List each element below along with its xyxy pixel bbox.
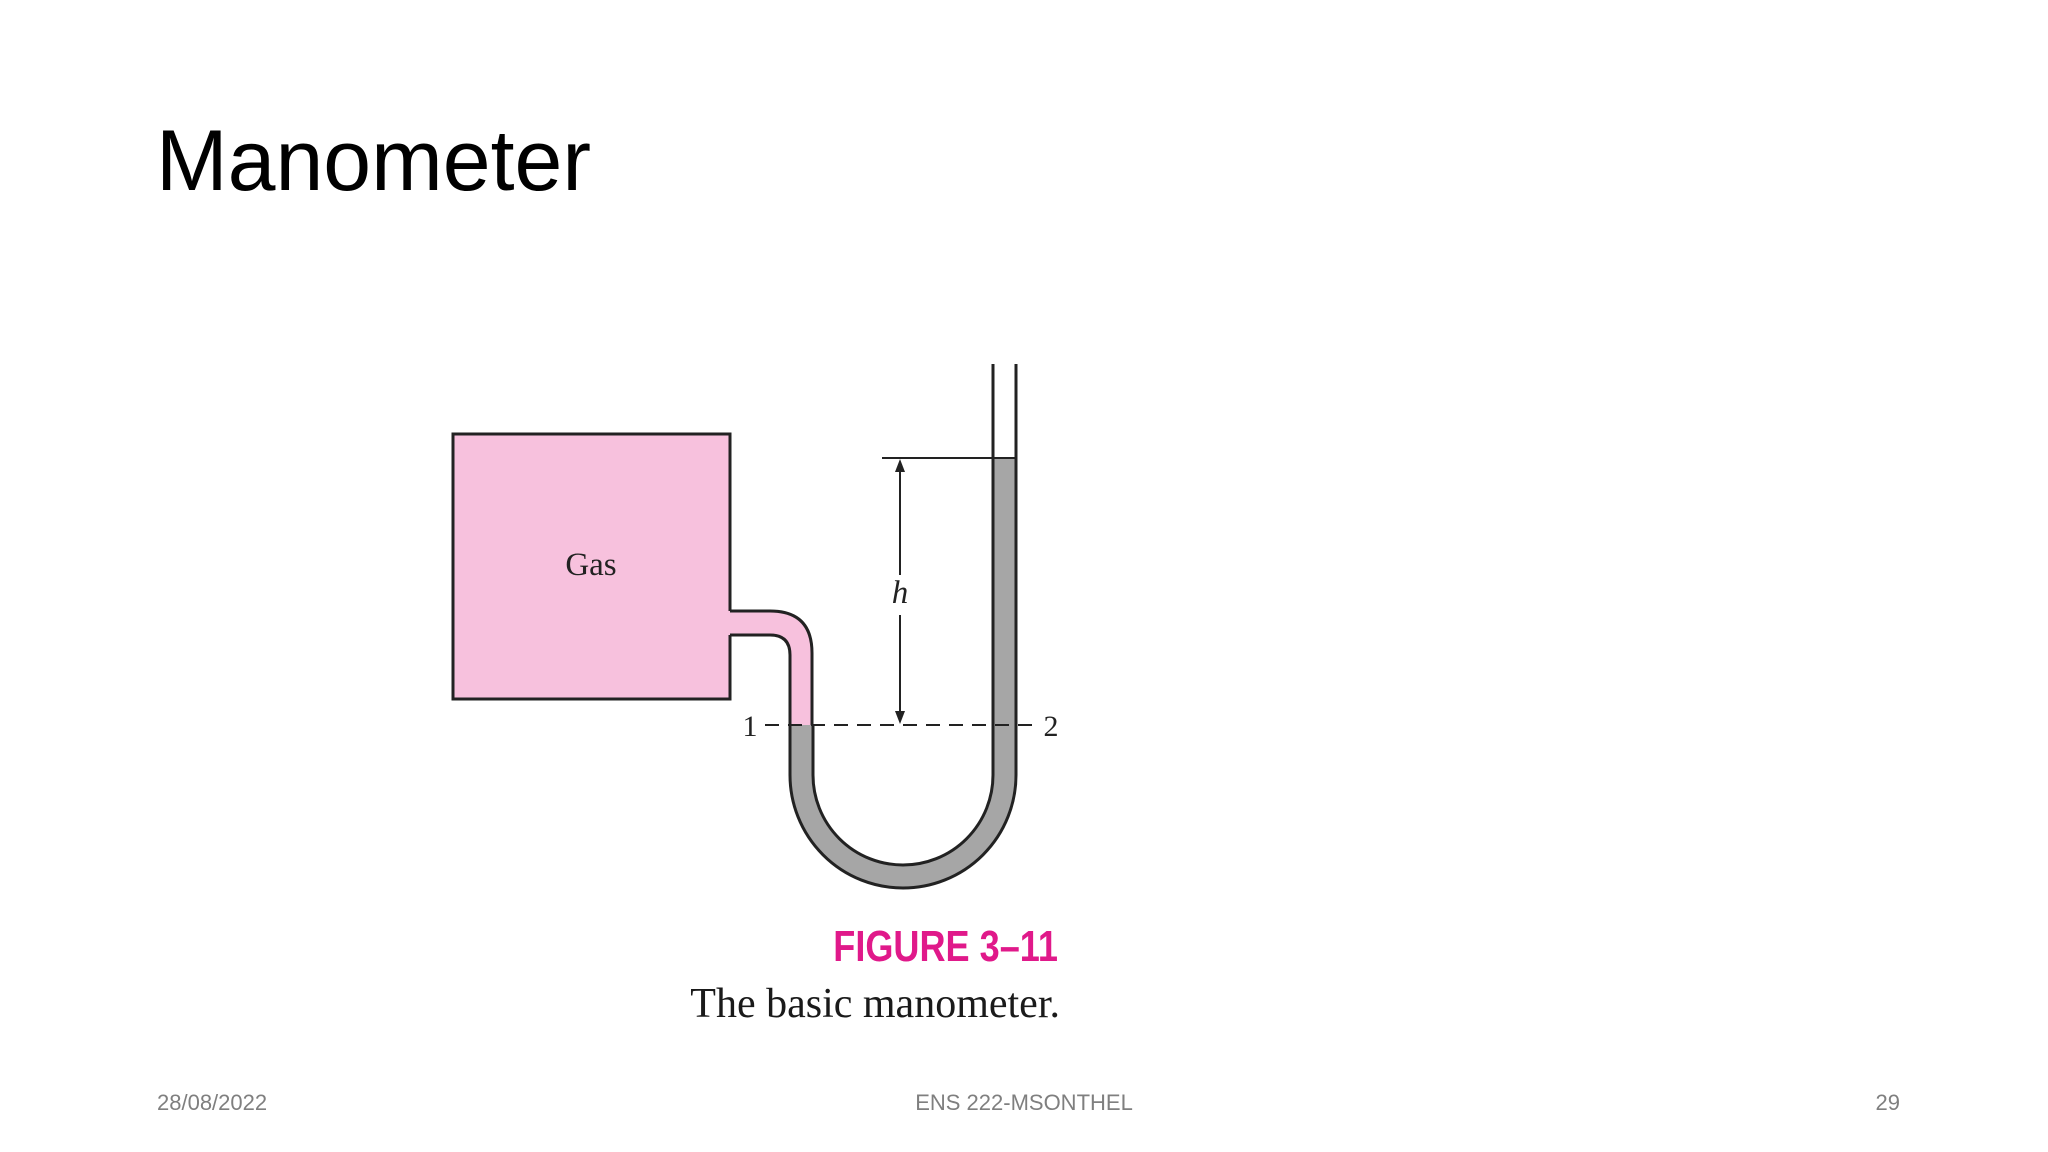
slide-title: Manometer	[156, 113, 591, 209]
connecting-pipe-inner-outline	[730, 633, 792, 725]
u-tube-inner-outline	[811, 364, 995, 867]
figure-caption: The basic manometer.	[690, 981, 1060, 1027]
point-1-label: 1	[743, 710, 758, 743]
gas-label: Gas	[565, 547, 616, 583]
footer-date: 28/08/2022	[157, 1090, 268, 1115]
footer-page-number: 29	[1875, 1090, 1900, 1115]
manometer-fluid	[790, 458, 1016, 888]
height-label: h	[892, 575, 909, 611]
footer-course: ENS 222-MSONTHEL	[915, 1090, 1133, 1115]
h-arrow-down	[895, 711, 905, 724]
connecting-pipe-outline	[730, 609, 814, 725]
h-arrow-up	[895, 459, 905, 472]
u-tube-outer-outline	[788, 364, 1018, 890]
connecting-pipe	[728, 611, 812, 725]
figure-number: FIGURE 3–11	[833, 922, 1058, 971]
gas-tank	[451, 432, 732, 701]
point-2-label: 2	[1044, 710, 1059, 743]
